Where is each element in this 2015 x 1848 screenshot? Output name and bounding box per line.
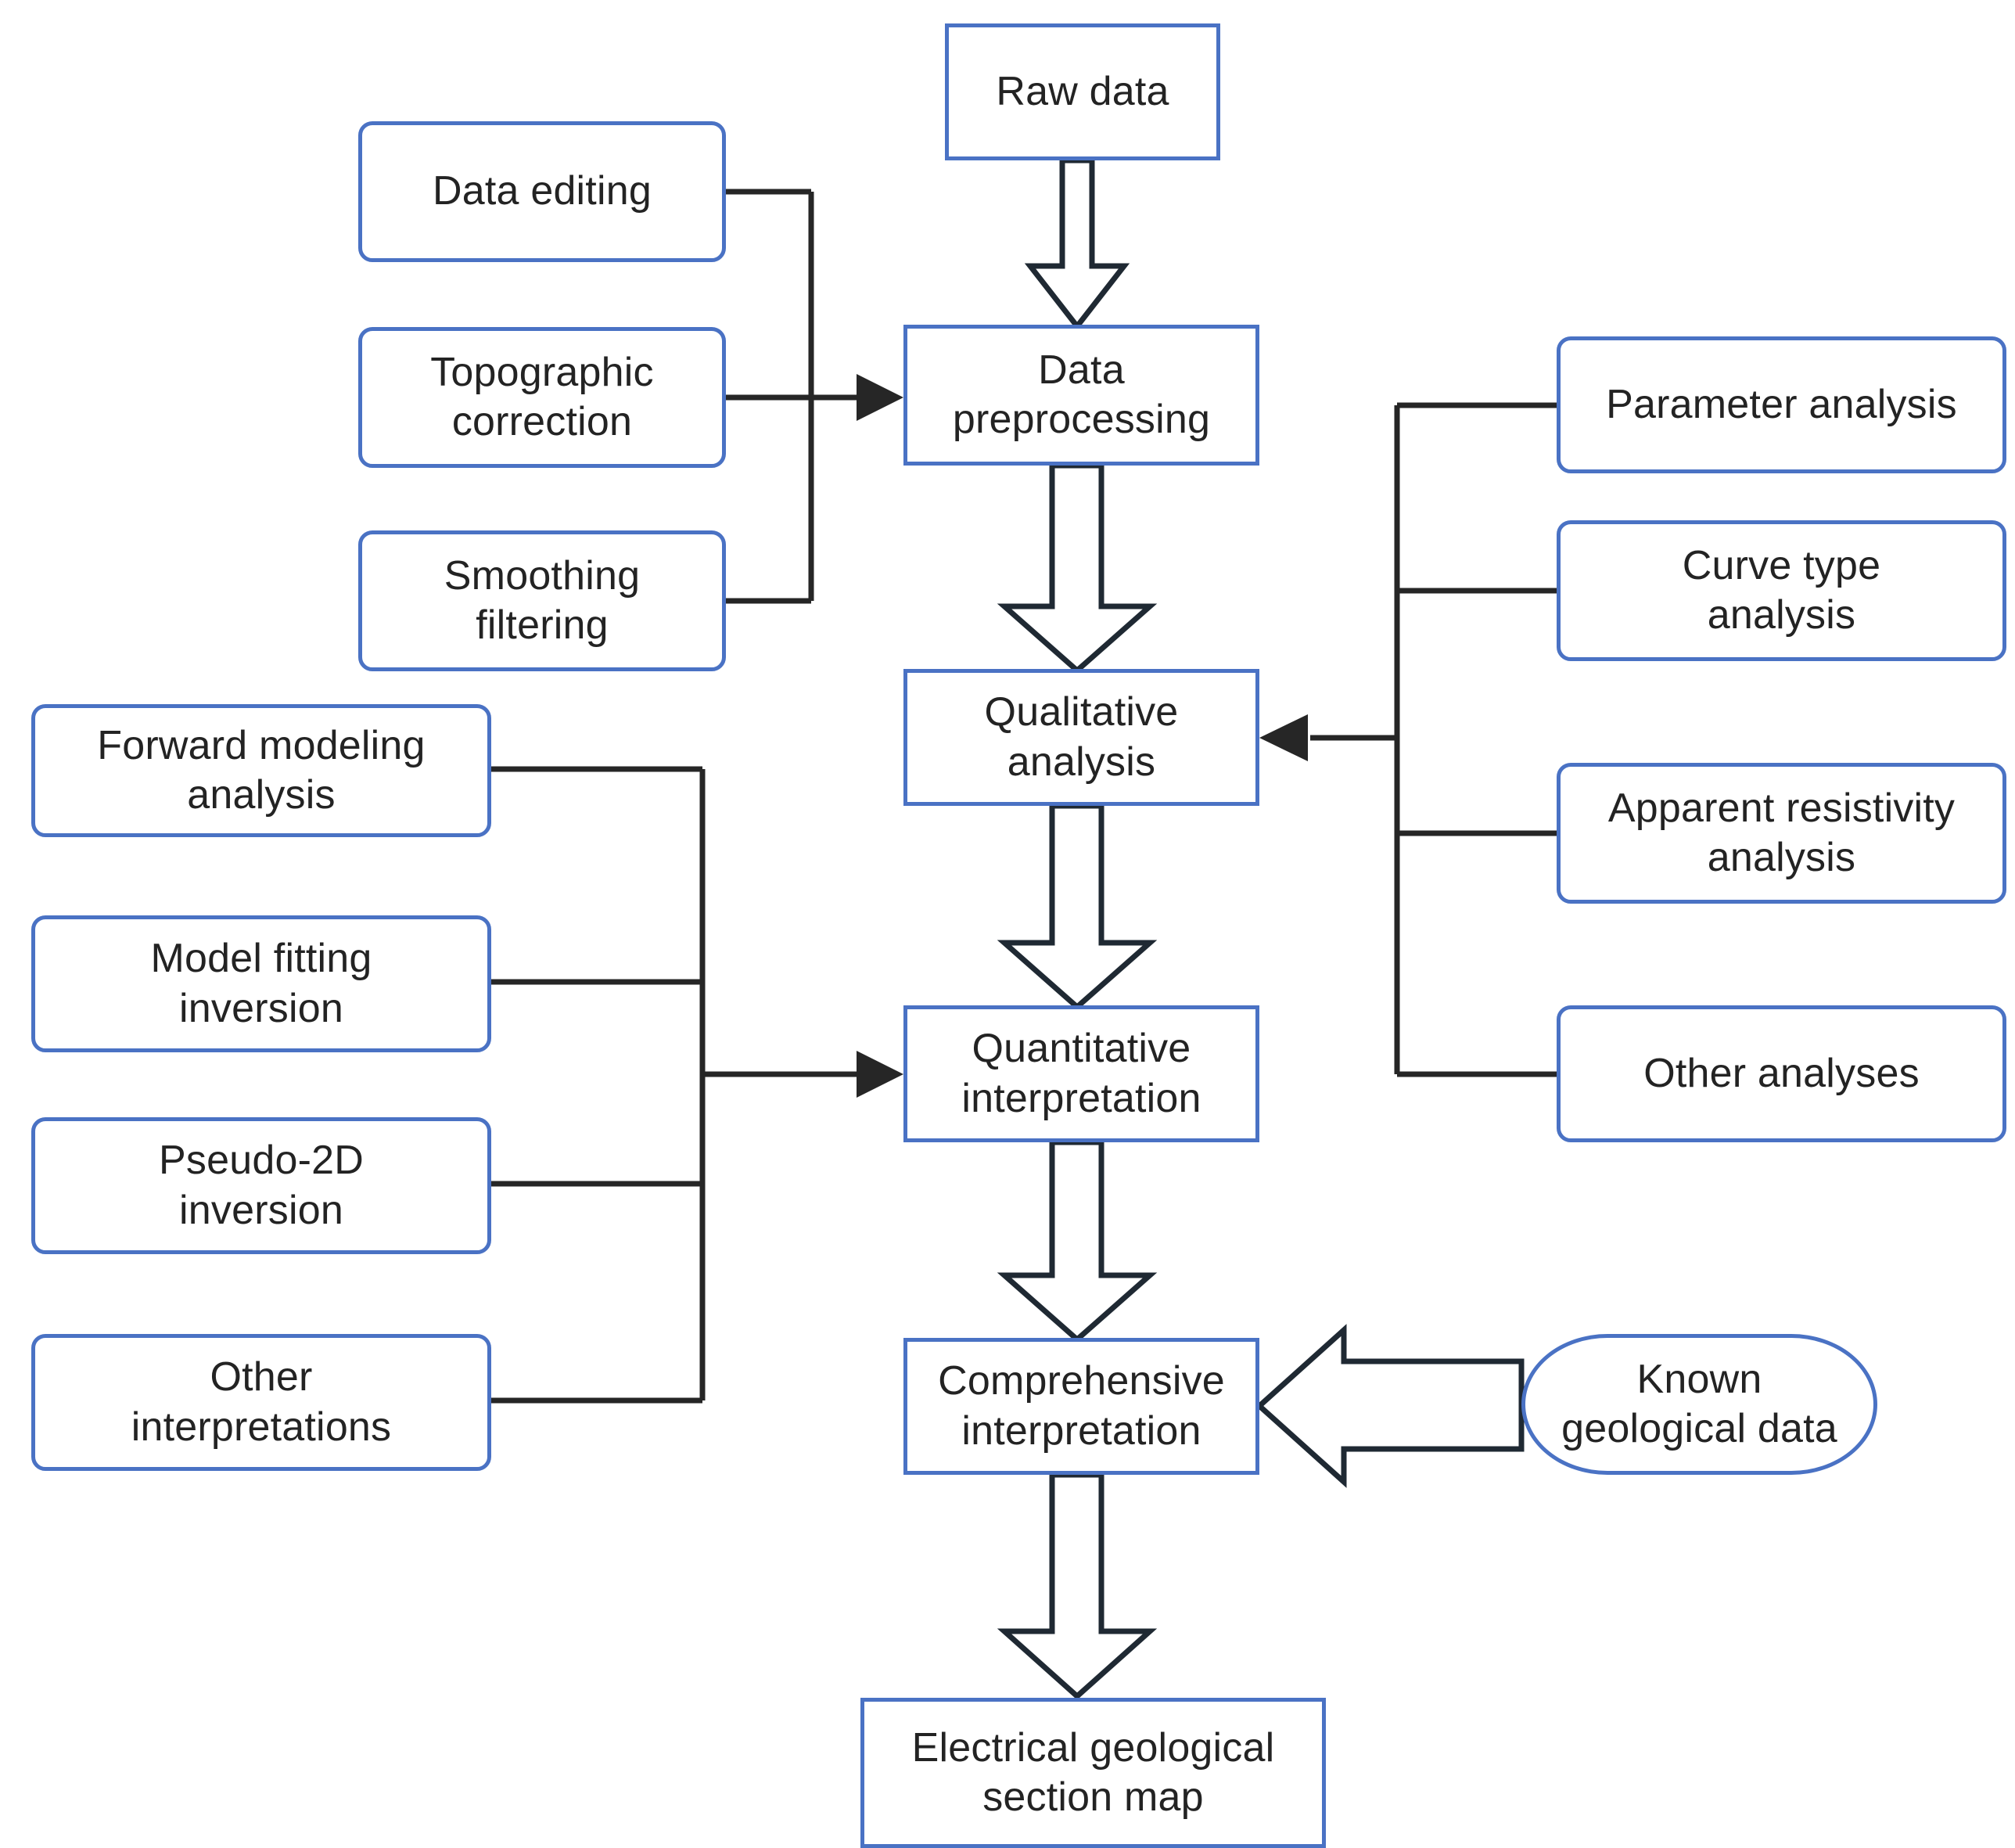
node-comprehensive-interpretation[interactable]: Comprehensive interpretation [903,1338,1259,1475]
node-forward-modeling-analysis[interactable]: Forward modeling analysis [31,704,491,837]
node-parameter-analysis[interactable]: Parameter analysis [1557,336,2006,473]
node-other-analyses[interactable]: Other analyses [1557,1005,2006,1142]
block-arrow-quantitative-to-comprehensive [997,1139,1158,1343]
edge-right-bus [1310,402,1557,1077]
node-quantitative-interpretation[interactable]: Quantitative interpretation [903,1005,1259,1142]
node-label-data-editing: Data editing [433,168,652,214]
node-label-forward-modeling-analysis: Forward modeling analysis [97,722,426,818]
node-other-interpretations[interactable]: Other interpretations [31,1334,491,1471]
node-topographic-correction[interactable]: Topographic correction [358,327,726,468]
node-known-geological-data[interactable]: Known geological data [1521,1334,1877,1475]
node-qualitative-analysis[interactable]: Qualitative analysis [903,669,1259,806]
node-label-other-analyses: Other analyses [1643,1050,1920,1096]
node-label-parameter-analysis: Parameter analysis [1606,381,1957,427]
node-raw-data[interactable]: Raw data [945,23,1220,160]
node-label-comprehensive-interpretation: Comprehensive interpretation [938,1358,1225,1454]
block-arrow-raw-to-preprocessing [1024,157,1130,331]
node-label-pseudo-2d-inversion: Pseudo-2D inversion [159,1138,364,1233]
arrowhead-to-qualitative-analysis [1259,714,1308,761]
node-model-fitting-inversion[interactable]: Model fitting inversion [31,915,491,1052]
node-label-known-geological-data: Known geological data [1561,1356,1837,1451]
block-arrow-preprocessing-to-qualitative [997,462,1158,674]
node-label-model-fitting-inversion: Model fitting inversion [150,936,372,1031]
node-label-smoothing-filtering: Smoothing filtering [444,552,641,648]
node-label-other-interpretations: Other interpretations [131,1354,392,1450]
node-data-preprocessing[interactable]: Data preprocessing [903,325,1259,466]
node-label-data-preprocessing: Data preprocessing [952,347,1211,442]
arrowhead-to-data-preprocessing [857,374,903,421]
node-electrical-geological-section-map[interactable]: Electrical geological section map [860,1698,1326,1848]
block-arrow-qualitative-to-quantitative [997,803,1158,1011]
block-arrow-known-geological-to-comprehensive [1255,1324,1525,1488]
node-label-topographic-correction: Topographic correction [430,349,654,444]
arrowhead-to-quantitative-interpretation [857,1051,903,1098]
node-label-curve-type-analysis: Curve type analysis [1682,542,1881,638]
node-curve-type-analysis[interactable]: Curve type analysis [1557,520,2006,661]
node-apparent-resistivity-analysis[interactable]: Apparent resistivity analysis [1557,763,2006,904]
node-label-quantitative-interpretation: Quantitative interpretation [961,1026,1201,1121]
node-label-electrical-geological-section-map: Electrical geological section map [911,1724,1275,1820]
node-smoothing-filtering[interactable]: Smoothing filtering [358,530,726,671]
block-arrow-comprehensive-to-section-map [997,1472,1158,1700]
node-label-qualitative-analysis: Qualitative analysis [984,689,1179,785]
node-label-raw-data: Raw data [996,68,1169,114]
node-label-apparent-resistivity-analysis: Apparent resistivity analysis [1607,785,1956,880]
node-pseudo-2d-inversion[interactable]: Pseudo-2D inversion [31,1117,491,1254]
node-data-editing[interactable]: Data editing [358,121,726,262]
edge-left-upper-bus [726,189,892,604]
edge-left-lower-bus [491,766,892,1404]
